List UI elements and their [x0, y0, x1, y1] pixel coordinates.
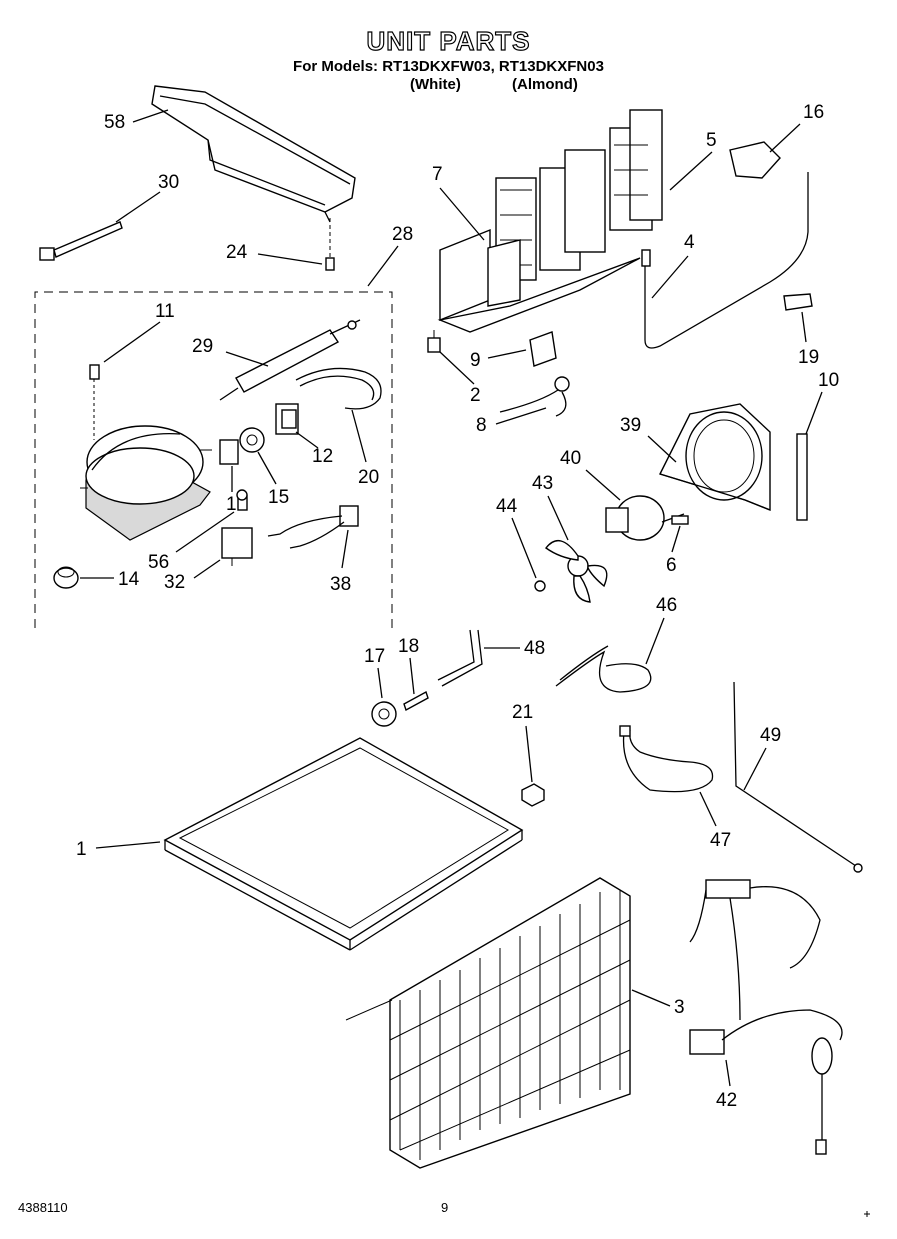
part-38-wire-harness	[267, 505, 359, 549]
part-6-screw	[671, 515, 689, 525]
callout-24: 24	[226, 242, 248, 263]
callout-14: 14	[118, 569, 140, 590]
callout-5: 5	[706, 130, 717, 151]
callout-1: 1	[76, 839, 87, 860]
callout-43: 43	[532, 473, 553, 494]
page-number: 9	[441, 1200, 449, 1215]
callout-58: 58	[104, 112, 125, 133]
part-1-base-frame	[163, 737, 524, 951]
callout-40: 40	[560, 448, 581, 469]
part-18-screw	[403, 690, 429, 712]
part-49-tube	[733, 681, 863, 873]
part-17-roller	[371, 701, 397, 727]
part-9-bracket	[529, 331, 557, 367]
part-39-fan-shroud	[659, 403, 771, 512]
part-5-condenser	[495, 109, 663, 281]
callout-16: 16	[803, 102, 824, 123]
part-14-grommet	[53, 566, 79, 589]
part-29-drier	[219, 319, 361, 401]
page-title: UNIT PARTS	[366, 25, 531, 56]
callout-15: 15	[268, 487, 289, 508]
color-white-label: (White)	[410, 76, 461, 93]
part-32-capacitor	[221, 527, 253, 566]
callout-10: 10	[818, 370, 839, 391]
part-30-wire-tie	[39, 221, 123, 261]
callout-44: 44	[496, 496, 518, 517]
callout-11: 11	[155, 301, 175, 322]
callout-42: 42	[716, 1090, 737, 1111]
part-16-cover	[729, 141, 781, 179]
callout-6: 6	[666, 555, 677, 576]
callout-2: 2	[470, 385, 481, 406]
part-13-clip	[219, 439, 239, 465]
part-11-mounting-bolt	[89, 364, 100, 440]
part-3-evaporator	[345, 877, 631, 1169]
part-43-fan-blade	[544, 539, 608, 603]
callout-48: 48	[524, 638, 545, 659]
part-40-fan-motor	[605, 495, 685, 541]
part-19-clip	[783, 293, 813, 311]
callout-38: 38	[330, 574, 351, 595]
part-20-bracket	[295, 367, 382, 410]
callout-18: 18	[398, 636, 419, 657]
part-24-screw	[325, 218, 335, 271]
part-15-relay	[239, 427, 265, 453]
callout-56: 56	[148, 552, 169, 573]
callout-12: 12	[312, 446, 333, 467]
part-10-strip	[796, 433, 808, 521]
callout-20: 20	[358, 467, 379, 488]
part-compressor	[80, 425, 212, 541]
part-7-base-pan	[437, 228, 641, 333]
part-48-tube	[437, 629, 483, 687]
callout-49: 49	[760, 725, 781, 746]
callout-9: 9	[470, 350, 481, 371]
callout-21: 21	[512, 702, 533, 723]
callout-32: 32	[164, 572, 185, 593]
callout-39: 39	[620, 415, 641, 436]
callout-7: 7	[432, 164, 443, 185]
callout-47: 47	[710, 830, 731, 851]
color-almond-label: (Almond)	[512, 76, 578, 93]
callout-46: 46	[656, 595, 677, 616]
callout-28: 28	[392, 224, 413, 245]
callout-4: 4	[684, 232, 695, 253]
callout-29: 29	[192, 336, 213, 357]
compressor-assembly-box	[34, 291, 393, 628]
callout-3: 3	[674, 997, 685, 1018]
part-21-nut	[521, 783, 545, 807]
part-44-retainer	[534, 580, 546, 592]
callout-8: 8	[476, 415, 487, 436]
part-8-wire	[499, 376, 570, 417]
part-42-wire-harness	[689, 879, 843, 1155]
part-58-drain-tray	[151, 85, 356, 223]
models-line: For Models: RT13DKXFW03, RT13DKXFN03	[293, 58, 604, 75]
part-2-nut	[427, 330, 441, 353]
part-46-tube	[555, 645, 652, 693]
callout-17: 17	[364, 646, 385, 667]
callout-19: 19	[798, 347, 819, 368]
document-number: 4388110	[18, 1200, 68, 1215]
part-56-screw	[236, 489, 248, 511]
part-4-tube	[641, 172, 809, 349]
part-12-overload	[275, 403, 299, 435]
callout-30: 30	[158, 172, 179, 193]
part-47-tube	[619, 725, 714, 793]
